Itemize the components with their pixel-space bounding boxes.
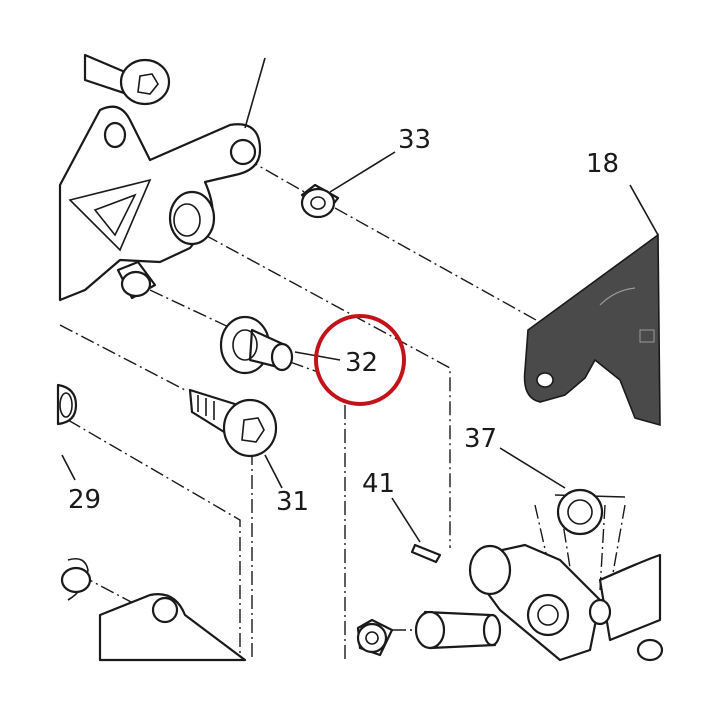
callout-32: 32 <box>345 348 378 378</box>
spring-37 <box>554 488 626 536</box>
lower-sleeve <box>356 618 394 657</box>
pin-41 <box>410 543 442 564</box>
leader-29 <box>61 454 76 481</box>
spacer-33 <box>300 183 340 219</box>
footpeg-bracket <box>58 105 262 302</box>
callout-29: 29 <box>68 485 101 515</box>
callout-37: 37 <box>464 424 497 454</box>
leader-41 <box>391 497 421 543</box>
callout-33: 33 <box>398 125 431 155</box>
callout-31: 31 <box>276 487 309 517</box>
leader-18 <box>629 184 659 236</box>
pivot-assembly <box>468 543 662 662</box>
lower-left-parts <box>60 557 247 662</box>
lower-pin <box>414 610 502 650</box>
washer-29 <box>56 383 78 426</box>
leader-bracket <box>244 57 266 129</box>
callout-18: 18 <box>586 149 619 179</box>
small-washer <box>636 638 664 662</box>
highlight-circle-32 <box>314 314 406 406</box>
leader-33 <box>329 151 396 193</box>
bolt-31 <box>188 388 278 458</box>
callout-41: 41 <box>362 469 395 499</box>
plate-18 <box>523 233 661 427</box>
leader-31 <box>264 454 283 489</box>
top-bolt <box>83 53 171 106</box>
bushing-32 <box>219 315 294 375</box>
leader-37 <box>499 447 566 489</box>
